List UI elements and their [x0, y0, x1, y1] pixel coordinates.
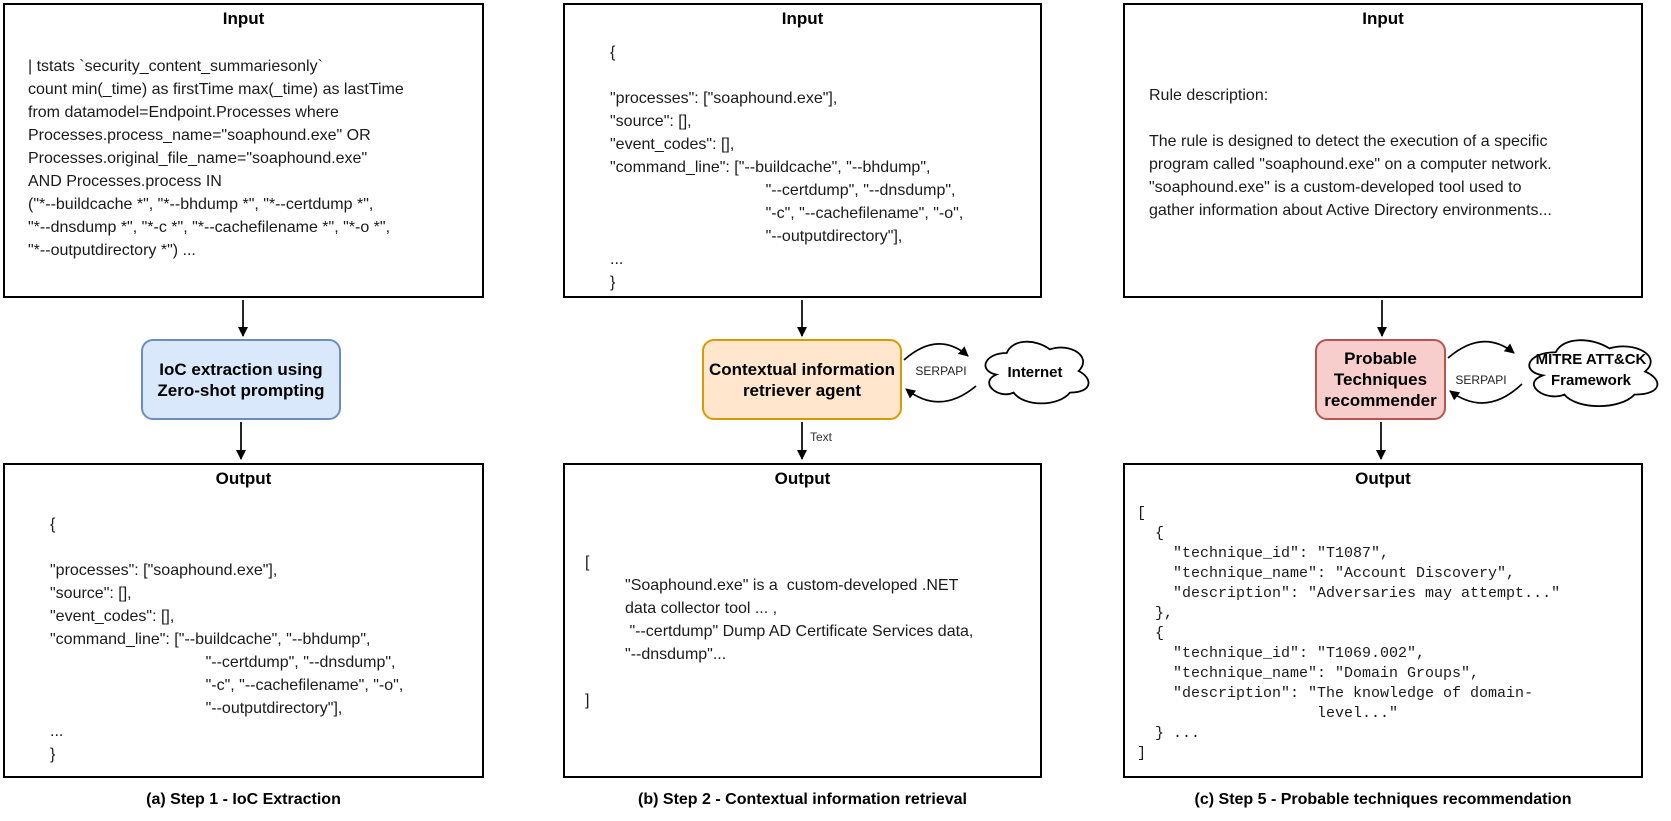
process-box-ioc-extraction: IoC extraction using Zero-shot prompting — [141, 339, 341, 420]
output-title-b: Output — [774, 469, 831, 488]
output-title-a: Output — [215, 469, 272, 488]
output-body-c: [ { "technique_id": "T1087", "technique_… — [1137, 505, 1561, 762]
output-body-b: [ "Soaphound.exe" is a custom-developed … — [585, 554, 974, 709]
process-label-b: Contextual information retriever agent — [708, 359, 896, 400]
caption-c: (c) Step 5 - Probable techniques recomme… — [1194, 791, 1572, 808]
input-box-c: Input Rule description: The rule is desi… — [1123, 3, 1643, 298]
input-body-c: Rule description: The rule is designed t… — [1149, 87, 1552, 219]
serpapi-label-b: SERPAPI — [915, 364, 967, 378]
output-box-b: Output [ "Soaphound.exe" is a custom-dev… — [563, 463, 1042, 778]
input-title-a: Input — [222, 9, 265, 28]
caption-a: (a) Step 1 - IoC Extraction — [146, 791, 341, 808]
mitre-attack-label: MITRE ATT&CK Framework — [1535, 351, 1647, 389]
input-box-a: Input | tstats `security_content_summari… — [3, 3, 484, 298]
process-label-c: Probable Techniques recommender — [1324, 349, 1437, 410]
internet-label: Internet — [1007, 364, 1063, 381]
text-edge-label: Text — [810, 430, 833, 444]
serpapi-label-c: SERPAPI — [1455, 373, 1507, 387]
input-body-b: { "processes": ["soaphound.exe"], "sourc… — [610, 44, 964, 291]
arrow-internet-to-agent — [905, 385, 977, 403]
process-box-techniques-recommender: Probable Techniques recommender — [1315, 339, 1446, 420]
caption-b: (b) Step 2 - Contextual information retr… — [638, 791, 967, 808]
arrow-recommender-to-mitre — [1447, 340, 1515, 359]
process-label-a: IoC extraction using Zero-shot prompting — [157, 359, 325, 400]
input-title-b: Input — [781, 9, 824, 28]
input-title-c: Input — [1362, 9, 1404, 28]
output-box-a: Output { "processes": ["soaphound.exe"],… — [3, 463, 484, 778]
process-box-context-retriever: Contextual information retriever agent — [702, 339, 902, 420]
arrow-agent-to-internet — [903, 343, 969, 361]
output-box-c: Output [ { "technique_id": "T1087", "tec… — [1123, 463, 1643, 778]
output-title-c: Output — [1355, 469, 1411, 488]
output-body-a: { "processes": ["soaphound.exe"], "sourc… — [50, 516, 404, 763]
input-box-b: Input { "processes": ["soaphound.exe"], … — [563, 3, 1042, 298]
input-body-a: | tstats `security_content_summariesonly… — [28, 58, 404, 259]
